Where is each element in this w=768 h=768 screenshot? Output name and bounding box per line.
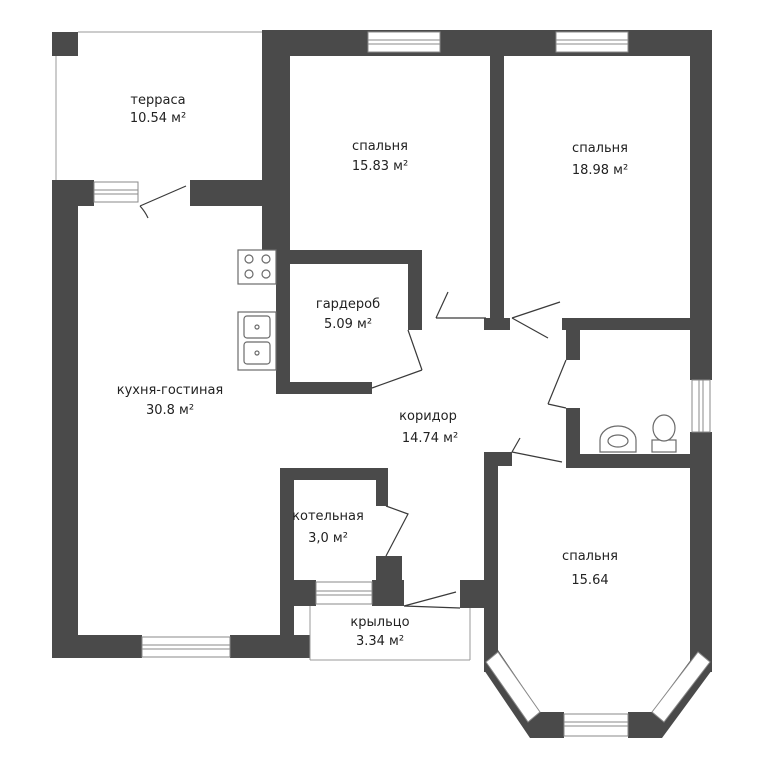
wall-boiler-right-lower xyxy=(376,556,402,580)
window-boiler xyxy=(315,581,373,605)
room-bedroom-2: спальня 18.98 м² xyxy=(572,141,628,178)
room-kitchen-area: 30.8 м² xyxy=(146,403,194,418)
stove-icon xyxy=(237,249,277,285)
wall-boiler-bottom-right xyxy=(372,580,404,606)
room-boiler-area: 3,0 м² xyxy=(308,531,348,546)
room-wardrobe-name: гардероб xyxy=(316,297,380,312)
wall-bath-top xyxy=(562,318,712,330)
room-porch-area: 3.34 м² xyxy=(356,634,404,649)
wall-bottom-left-a xyxy=(52,635,142,658)
wall-kitchen-right-lower xyxy=(280,468,294,658)
room-wardrobe-area: 5.09 м² xyxy=(324,317,372,332)
porch-outline xyxy=(309,606,471,661)
wall-bedroom-divider-base xyxy=(484,318,510,330)
window-bedroom1 xyxy=(367,31,441,53)
wall-terrace-post-top xyxy=(52,32,78,56)
wall-wardrobe-right xyxy=(408,250,422,330)
door-bedroom2 xyxy=(511,301,561,339)
window-bay-right xyxy=(651,651,711,723)
wall-top-outer xyxy=(262,30,712,56)
wall-bottom-left-b xyxy=(230,635,310,658)
wall-wardrobe-top xyxy=(276,250,422,264)
door-wardrobe xyxy=(371,329,423,389)
room-corridor-name: коридор xyxy=(399,409,457,424)
room-porch: крыльцо 3.34 м² xyxy=(350,615,409,649)
wall-kitchen-right-upper xyxy=(276,250,290,390)
room-wardrobe: гардероб 5.09 м² xyxy=(316,297,380,332)
room-porch-name: крыльцо xyxy=(350,615,409,630)
window-kitchen-terrace xyxy=(93,181,139,203)
terrace-outline xyxy=(55,31,262,180)
window-bathroom xyxy=(691,379,711,433)
room-bedroom-2-name: спальня xyxy=(572,141,628,156)
wall-boiler-top xyxy=(280,468,388,480)
window-kitchen-bottom xyxy=(141,636,231,658)
room-boiler: котельная 3,0 м² xyxy=(292,509,364,546)
door-bathroom xyxy=(547,359,567,409)
wall-left-outer xyxy=(52,180,78,658)
window-bay-left xyxy=(485,651,541,723)
door-bedroom3 xyxy=(511,437,563,463)
wall-bedroom3-left xyxy=(484,452,498,672)
room-bedroom-1-area: 15.83 м² xyxy=(352,159,408,174)
door-porch xyxy=(403,591,461,609)
window-bay-center xyxy=(563,713,629,737)
sink-icon xyxy=(237,311,277,371)
room-terrace: терраса 10.54 м² xyxy=(130,93,186,126)
doors xyxy=(139,185,567,609)
room-bedroom-1: спальня 15.83 м² xyxy=(352,139,408,174)
room-terrace-name: терраса xyxy=(130,93,185,108)
windows xyxy=(93,31,711,737)
wall-porch-post xyxy=(460,580,498,608)
wall-boiler-bottom-left xyxy=(280,580,316,606)
room-kitchen-name: кухня-гостиная xyxy=(117,383,224,398)
room-terrace-area: 10.54 м² xyxy=(130,111,186,126)
room-bedroom-1-name: спальня xyxy=(352,139,408,154)
window-bedroom2 xyxy=(555,31,629,53)
room-boiler-name: котельная xyxy=(292,509,364,524)
room-bedroom-3: спальня 15.64 xyxy=(562,549,618,588)
room-bedroom-3-area: 15.64 xyxy=(571,573,608,588)
toilet-icon xyxy=(651,414,677,453)
door-boiler xyxy=(385,505,409,557)
wall-right-outer-lower xyxy=(690,432,712,672)
wall-boiler-right-upper xyxy=(376,468,388,506)
wall-bedroom-divider xyxy=(490,30,504,330)
door-terrace xyxy=(139,185,187,219)
room-corridor-area: 14.74 м² xyxy=(402,431,458,446)
wall-terrace-bottom-right xyxy=(190,180,290,206)
wall-bath-left-a xyxy=(566,318,580,360)
room-bedroom-3-name: спальня xyxy=(562,549,618,564)
wall-wardrobe-bottom xyxy=(276,382,372,394)
wall-bath-left-b xyxy=(566,408,580,466)
wall-bath-bottom xyxy=(566,454,712,468)
door-bedroom1 xyxy=(435,291,486,319)
room-bedroom-2-area: 18.98 м² xyxy=(572,163,628,178)
washbasin-icon xyxy=(599,425,637,453)
wall-right-outer-upper xyxy=(690,30,712,380)
walls xyxy=(52,30,712,738)
wall-terrace-right xyxy=(262,30,290,250)
room-kitchen: кухня-гостиная 30.8 м² xyxy=(117,383,224,418)
room-corridor: коридор 14.74 м² xyxy=(399,409,458,446)
